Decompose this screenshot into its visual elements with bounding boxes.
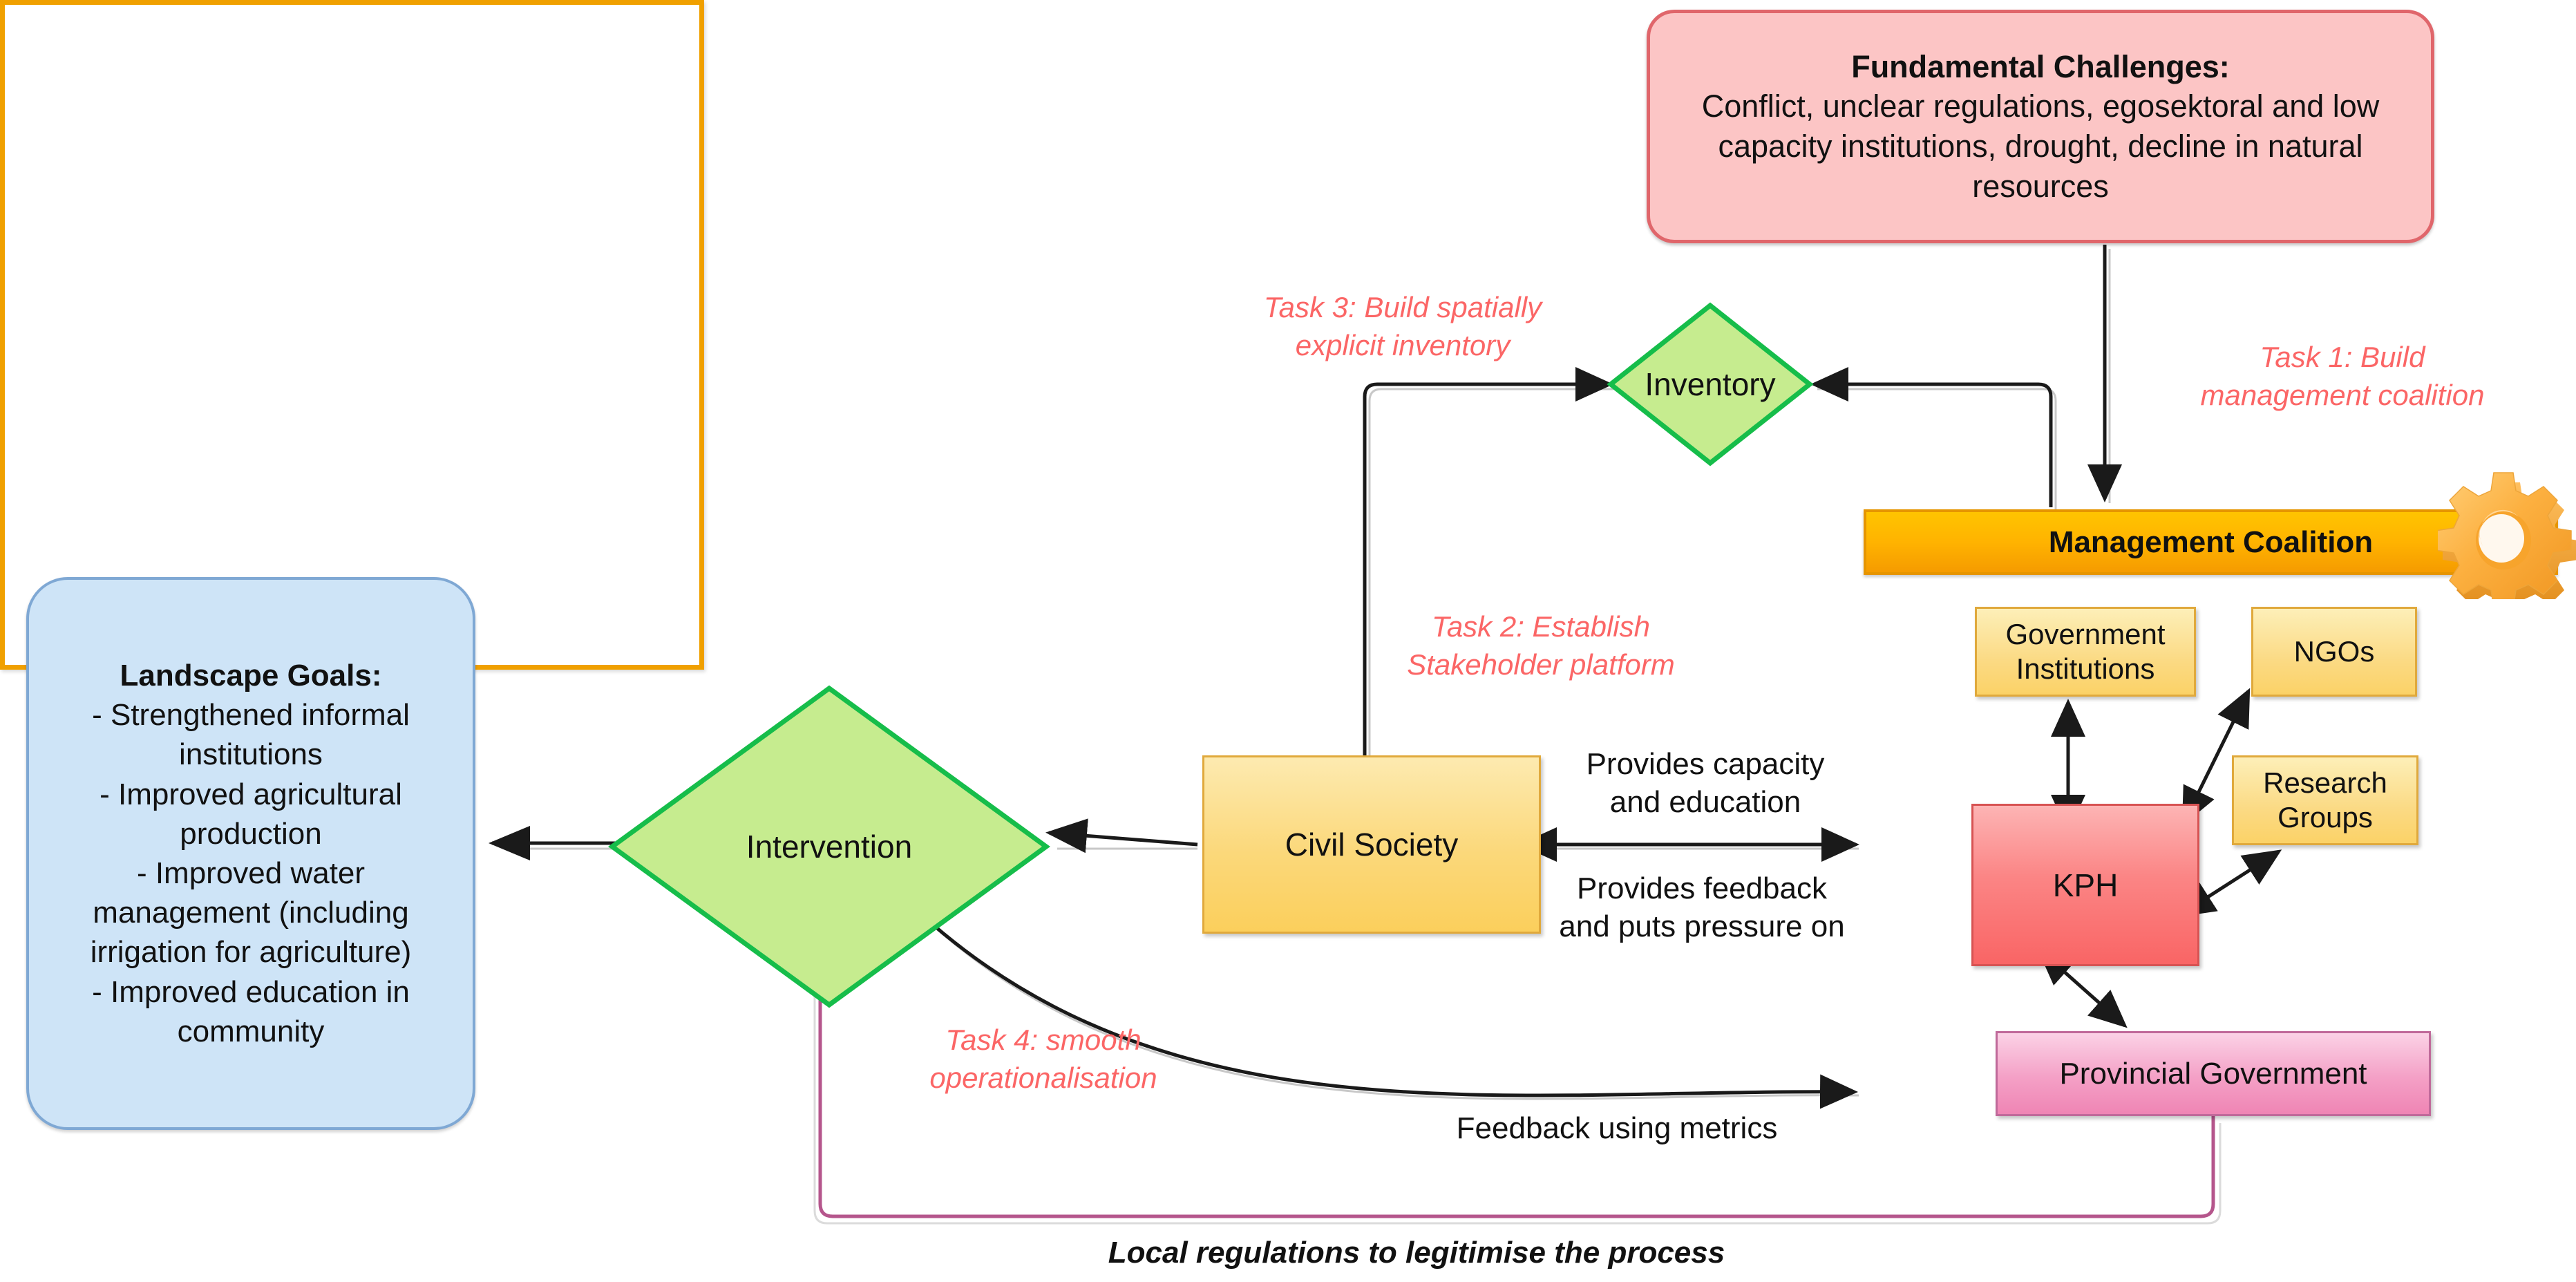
task-4-label: Task 4: smooth operationalisation [891, 1021, 1195, 1097]
challenges-title: Fundamental Challenges: [1851, 48, 2230, 84]
inventory-diamond: Inventory [1607, 301, 1814, 467]
management-coalition-frame [0, 0, 704, 670]
goals-line-3: - Improved agricultural [100, 777, 402, 811]
task-3-label: Task 3: Build spatially explicit invento… [1216, 289, 1589, 364]
task-1-line-1: Task 1: Build [2260, 341, 2425, 373]
task-1-line-2: management coalition [2200, 378, 2485, 411]
government-institutions-box: Government Institutions [1975, 607, 2196, 697]
goals-line-4: production [180, 816, 322, 851]
goals-line-2: institutions [179, 737, 323, 772]
gear-icon [2438, 472, 2576, 599]
goals-line-5: - Improved water [136, 856, 366, 890]
challenges-line-1: Conflict, unclear regulations, egosektor… [1701, 88, 2380, 124]
goals-title: Landscape Goals: [120, 659, 382, 693]
task-4-line-2: operationalisation [929, 1061, 1157, 1094]
task-4-line-1: Task 4: smooth [945, 1024, 1142, 1056]
ngos-box: NGOs [2251, 607, 2417, 697]
edge-kph-provincial [2036, 947, 2128, 1028]
provides-capacity-line-1: Provides capacity [1586, 747, 1825, 781]
provides-capacity-line-2: and education [1609, 785, 1801, 819]
task-3-line-2: explicit inventory [1295, 328, 1510, 361]
landscape-goals-box: Landscape Goals: - Strengthened informal… [26, 577, 475, 1130]
intervention-diamond: Intervention [608, 684, 1050, 1009]
task-1-label: Task 1: Build management coalition [2135, 339, 2550, 414]
provides-feedback-line-1: Provides feedback [1577, 871, 1827, 905]
management-coalition-header: Management Coalition [1864, 509, 2558, 575]
goals-line-8: - Improved education in [92, 974, 410, 1009]
local-regulations-label: Local regulations to legitimise the proc… [1108, 1236, 1725, 1270]
provides-capacity-label: Provides capacity and education [1553, 745, 1857, 821]
edge-kph-research [2176, 849, 2282, 917]
task-2-line-1: Task 2: Establish [1432, 610, 1650, 643]
goals-line-1: - Strengthened informal [92, 698, 410, 733]
task-2-line-2: Stakeholder platform [1407, 648, 1675, 681]
challenges-line-3: resources [1972, 168, 2109, 204]
feedback-metrics-label: Feedback using metrics [1456, 1111, 1778, 1145]
provides-feedback-label: Provides feedback and puts pressure on [1540, 869, 1864, 945]
edge-coalition-to-inventory [1810, 367, 2053, 507]
task-3-line-1: Task 3: Build spatially [1263, 291, 1542, 323]
task-2-label: Task 2: Establish Stakeholder platform [1361, 608, 1721, 684]
edge-civilsociety-to-inventory [1363, 367, 1613, 755]
fundamental-challenges-box: Fundamental Challenges: Conflict, unclea… [1647, 10, 2434, 243]
kph-box: KPH [1971, 804, 2199, 966]
goals-line-9: community [177, 1014, 325, 1048]
provincial-government-box: Provincial Government [1996, 1031, 2431, 1116]
research-groups-box: Research Groups [2232, 755, 2418, 845]
provides-feedback-line-2: and puts pressure on [1559, 909, 1845, 943]
civil-society-box: Civil Society [1202, 755, 1541, 934]
goals-line-6: management (including [93, 896, 409, 930]
edge-civilsociety-to-intervention [1045, 818, 1198, 854]
challenges-line-2: capacity institutions, drought, decline … [1718, 129, 2363, 164]
goals-line-7: irrigation for agriculture) [90, 935, 412, 970]
